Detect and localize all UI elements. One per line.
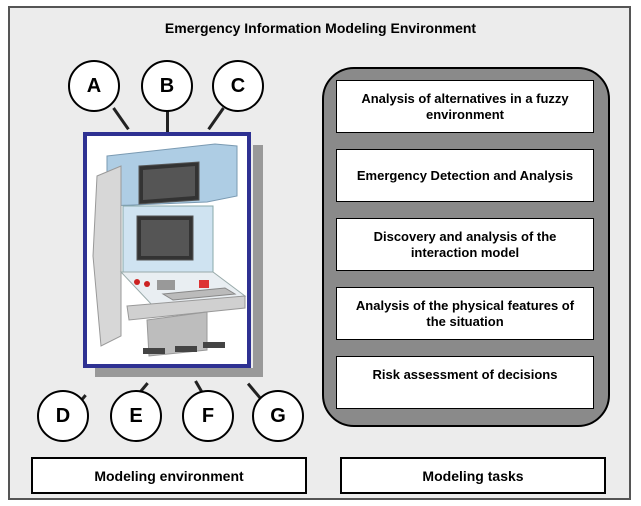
label-circle-b: B [141,60,193,112]
task-emergency-detection: Emergency Detection and Analysis [336,149,594,202]
photo-shadow [253,145,263,375]
connector-b [166,108,169,134]
label-circle-a: A [68,60,120,112]
workstation-photo [83,132,251,368]
task-fuzzy-alternatives: Analysis of alternatives in a fuzzy envi… [336,80,594,133]
workstation-image [92,143,247,357]
caption-modeling-environment: Modeling environment [31,457,307,494]
task-interaction-model: Discovery and analysis of the interactio… [336,218,594,271]
label-circle-e: E [110,390,162,442]
label-circle-c: C [212,60,264,112]
task-risk-assessment: Risk assessment of decisions [336,356,594,409]
task-physical-features: Analysis of the physical features of the… [336,287,594,340]
label-circle-g: G [252,390,304,442]
label-circle-f: F [182,390,234,442]
label-circle-d: D [37,390,89,442]
caption-modeling-tasks: Modeling tasks [340,457,606,494]
diagram-title: Emergency Information Modeling Environme… [164,20,477,36]
photo-shadow-bottom [95,368,263,377]
